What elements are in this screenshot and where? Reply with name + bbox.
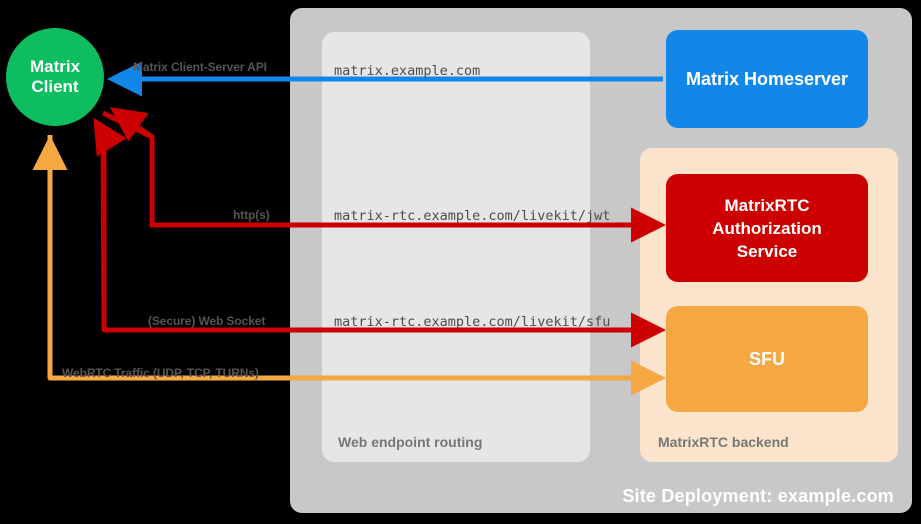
matrix-client-label-line2: Client	[31, 77, 79, 96]
web-endpoint-routing-label: Web endpoint routing	[338, 434, 483, 450]
web-endpoint-routing-container: Web endpoint routing	[322, 32, 590, 462]
matrix-client-label-line1: Matrix	[29, 57, 81, 76]
sfu-endpoint-text: matrix-rtc.example.com/livekit/sfu	[334, 314, 611, 330]
flow-label-webrtc-traffic: WebRTC Traffic (UDP, TCP, TURNs)	[62, 366, 259, 380]
matrix-endpoint-text: matrix.example.com	[334, 63, 481, 79]
matrix-client-node[interactable]: Matrix Client	[6, 28, 104, 126]
matrixrtc-backend-label: MatrixRTC backend	[658, 434, 789, 450]
jwt-endpoint-text: matrix-rtc.example.com/livekit/jwt	[334, 208, 611, 224]
site-deployment-label: Site Deployment: example.com	[622, 486, 894, 506]
arrow-websocket-to-client	[93, 117, 127, 330]
flow-label-matrix-client-server-api: Matrix Client-Server API	[133, 60, 267, 74]
flow-label-secure-web-socket: (Secure) Web Socket	[148, 314, 266, 328]
flow-label-https: http(s)	[233, 208, 270, 222]
arrow-websocket-to-sfu	[100, 127, 666, 348]
arrow-webrtc-to-sfu	[47, 135, 666, 396]
arrow-https-to-client	[109, 107, 155, 225]
